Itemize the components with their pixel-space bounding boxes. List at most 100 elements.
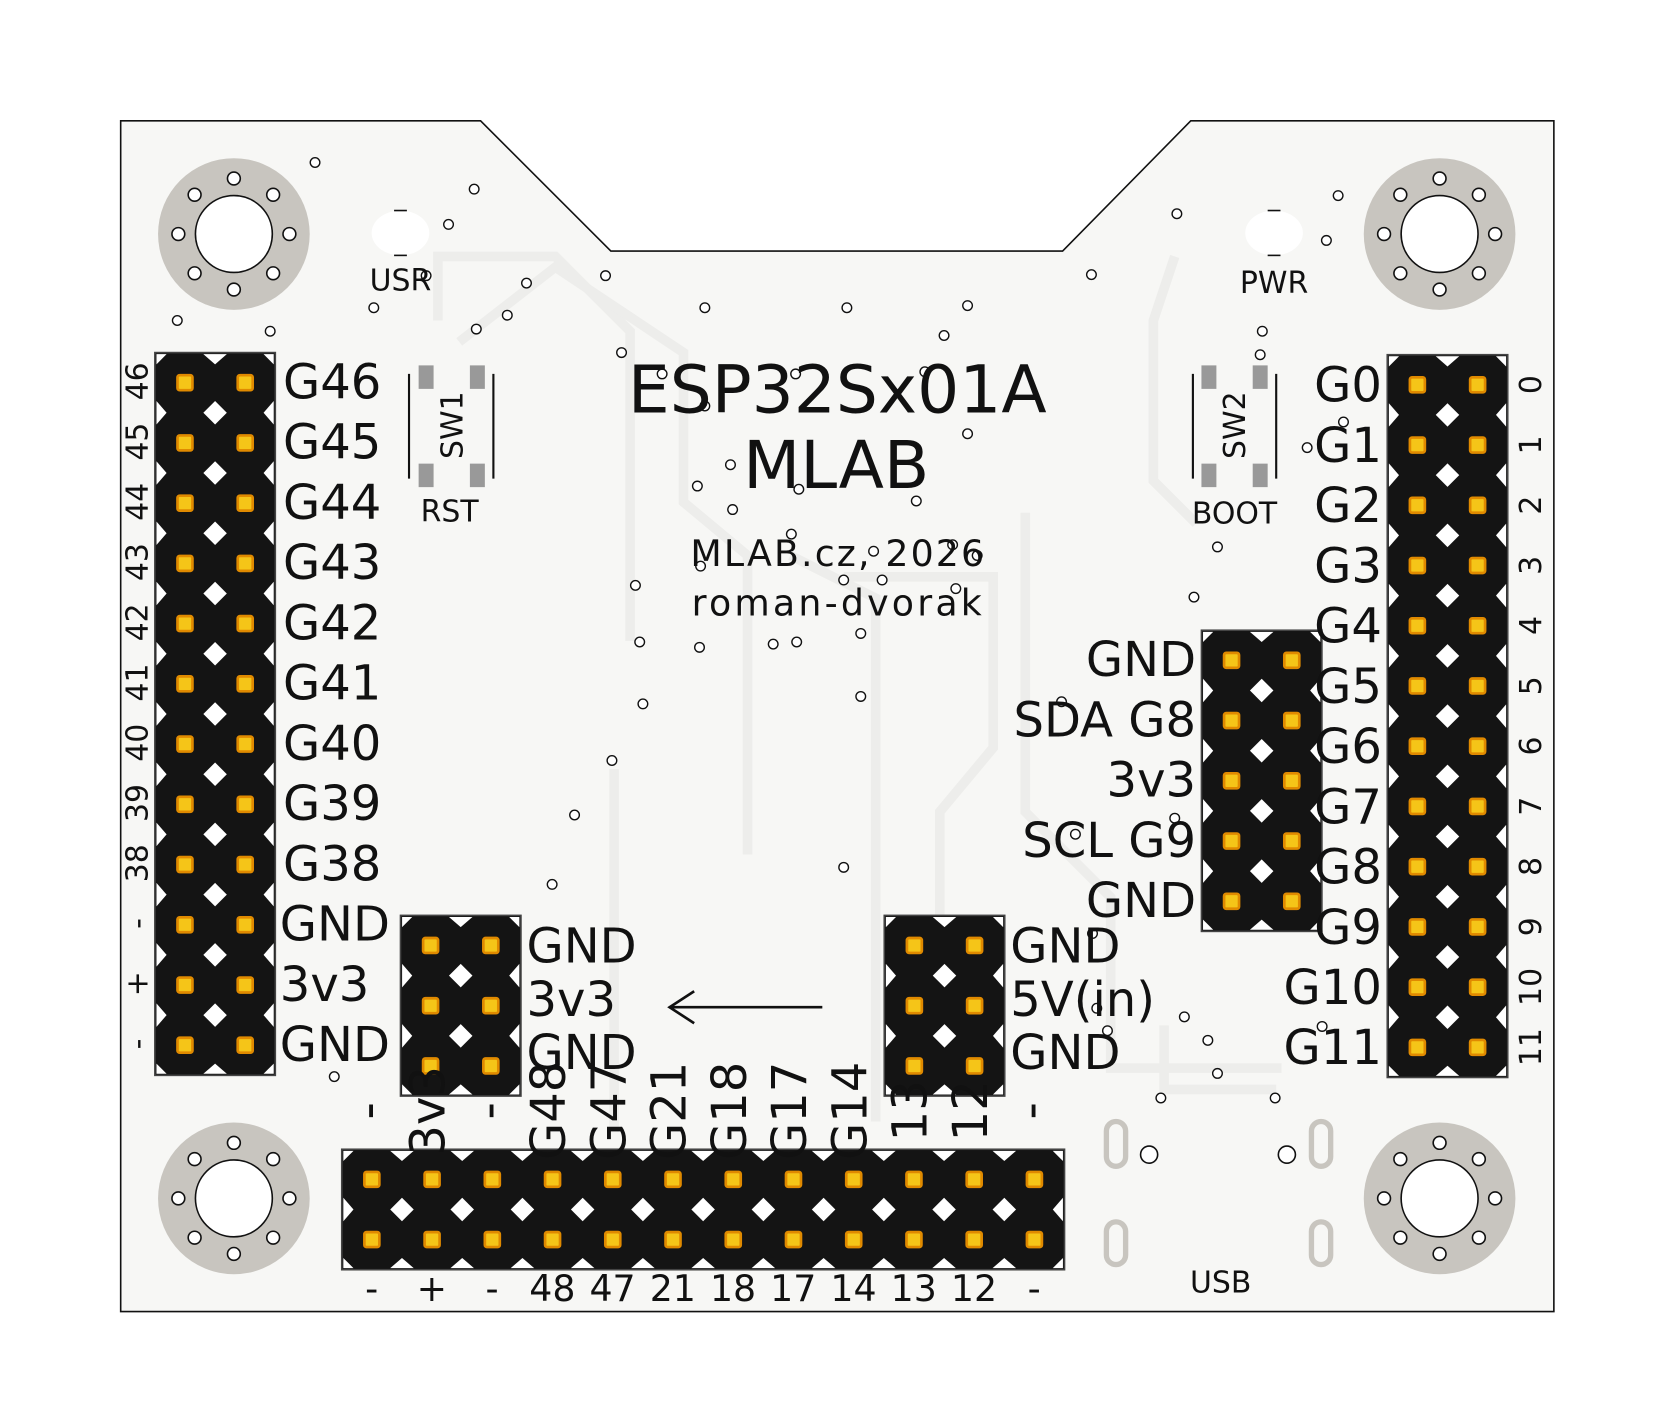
- pin-pad[interactable]: [844, 1230, 863, 1249]
- pin-pad[interactable]: [1282, 892, 1301, 911]
- pin-pad[interactable]: [1408, 857, 1427, 876]
- pin-pad[interactable]: [965, 996, 984, 1015]
- pin-pad[interactable]: [905, 1230, 923, 1249]
- pin-pad[interactable]: [482, 936, 500, 955]
- pin-pad[interactable]: [1408, 797, 1427, 816]
- pin-pad[interactable]: [176, 434, 194, 452]
- switch-sw2[interactable]: SW2: [1191, 365, 1278, 488]
- usb-connector[interactable]: [1103, 1118, 1334, 1268]
- pin-pad[interactable]: [176, 614, 194, 633]
- pin-pad[interactable]: [176, 494, 194, 512]
- pin-pad[interactable]: [1025, 1170, 1044, 1189]
- pin-pad[interactable]: [483, 1230, 502, 1249]
- pin-pad[interactable]: [1468, 376, 1487, 394]
- pin-pad[interactable]: [423, 1170, 441, 1189]
- pin-pad[interactable]: [236, 915, 255, 934]
- pin-pad[interactable]: [664, 1170, 682, 1189]
- pin-pad[interactable]: [236, 554, 255, 573]
- pin-pad[interactable]: [1282, 832, 1301, 850]
- pin-pad[interactable]: [236, 675, 255, 693]
- pin-pad[interactable]: [844, 1170, 863, 1189]
- pin-pad[interactable]: [784, 1230, 803, 1249]
- pin-pad[interactable]: [905, 996, 924, 1015]
- power-out-header[interactable]: [399, 914, 522, 1097]
- pin-pad[interactable]: [176, 855, 194, 874]
- pin-pad[interactable]: [1282, 772, 1301, 790]
- pin-pad[interactable]: [1468, 737, 1487, 756]
- bottom-header[interactable]: [340, 1148, 1066, 1271]
- pin-pad[interactable]: [421, 936, 440, 955]
- pin-pad[interactable]: [1468, 978, 1487, 996]
- pin-pad[interactable]: [905, 936, 924, 955]
- pin-pad[interactable]: [236, 434, 255, 452]
- pin-pad[interactable]: [965, 1057, 984, 1075]
- pin-pad[interactable]: [482, 1057, 500, 1075]
- pin-pad[interactable]: [1282, 651, 1301, 670]
- pin-pad[interactable]: [236, 1036, 255, 1055]
- left-header[interactable]: [154, 351, 277, 1077]
- pin-pad[interactable]: [176, 915, 194, 934]
- pin-pad[interactable]: [1408, 496, 1427, 515]
- pin-pad[interactable]: [236, 614, 255, 633]
- pin-pad[interactable]: [1222, 772, 1241, 790]
- pin-pad[interactable]: [965, 936, 984, 955]
- pin-pad[interactable]: [1468, 797, 1487, 816]
- pin-pad[interactable]: [1468, 918, 1487, 936]
- pin-pad[interactable]: [176, 735, 194, 753]
- pin-pad[interactable]: [176, 1036, 194, 1055]
- pin-pad[interactable]: [1468, 436, 1487, 454]
- pin-pad[interactable]: [603, 1230, 622, 1249]
- pin-pad[interactable]: [543, 1230, 562, 1249]
- pin-pad[interactable]: [1222, 892, 1241, 911]
- pin-pad[interactable]: [724, 1170, 743, 1189]
- pin-pad[interactable]: [784, 1170, 803, 1189]
- pin-pad[interactable]: [1408, 677, 1427, 695]
- pin-pad[interactable]: [236, 795, 255, 814]
- pin-pad[interactable]: [236, 855, 255, 874]
- i2c-header[interactable]: [1200, 629, 1323, 933]
- pin-pad[interactable]: [965, 1230, 983, 1249]
- pin-pad[interactable]: [1468, 556, 1487, 575]
- pin-pad[interactable]: [236, 494, 255, 512]
- power-in-header[interactable]: [883, 914, 1006, 1097]
- pin-pad[interactable]: [1222, 711, 1241, 730]
- pin-pad[interactable]: [905, 1057, 924, 1075]
- pin-pad[interactable]: [965, 1170, 983, 1189]
- pin-pad[interactable]: [724, 1230, 743, 1249]
- pin-pad[interactable]: [1468, 496, 1487, 515]
- pin-pad[interactable]: [1222, 832, 1241, 850]
- right-header[interactable]: [1386, 353, 1509, 1079]
- pin-pad[interactable]: [1282, 711, 1301, 730]
- pin-pad[interactable]: [363, 1230, 381, 1249]
- pin-pad[interactable]: [176, 373, 194, 392]
- pin-pad[interactable]: [176, 976, 194, 994]
- pin-pad[interactable]: [1408, 978, 1427, 996]
- pin-pad[interactable]: [543, 1170, 562, 1189]
- pin-pad[interactable]: [1408, 616, 1427, 635]
- pin-pad[interactable]: [1468, 616, 1487, 635]
- pin-pad[interactable]: [421, 996, 440, 1015]
- pin-pad[interactable]: [236, 373, 255, 392]
- switch-sw1[interactable]: SW1: [407, 365, 495, 488]
- pin-pad[interactable]: [483, 1170, 502, 1189]
- pin-pad[interactable]: [363, 1170, 381, 1189]
- pin-pad[interactable]: [1408, 1038, 1427, 1057]
- pin-pad[interactable]: [1222, 651, 1241, 670]
- pin-pad[interactable]: [1468, 677, 1487, 695]
- pin-pad[interactable]: [1408, 376, 1427, 394]
- pin-pad[interactable]: [421, 1057, 440, 1075]
- pin-pad[interactable]: [1468, 1038, 1487, 1057]
- pin-pad[interactable]: [236, 735, 255, 753]
- pin-pad[interactable]: [1408, 556, 1427, 575]
- pin-pad[interactable]: [1468, 857, 1487, 876]
- pin-pad[interactable]: [176, 795, 194, 814]
- pin-pad[interactable]: [1025, 1230, 1044, 1249]
- pin-pad[interactable]: [1408, 737, 1427, 756]
- pin-pad[interactable]: [905, 1170, 923, 1189]
- pin-pad[interactable]: [1408, 918, 1427, 936]
- pin-pad[interactable]: [423, 1230, 441, 1249]
- pin-pad[interactable]: [664, 1230, 682, 1249]
- pin-pad[interactable]: [1408, 436, 1427, 454]
- pin-pad[interactable]: [482, 996, 500, 1015]
- pin-pad[interactable]: [176, 675, 194, 693]
